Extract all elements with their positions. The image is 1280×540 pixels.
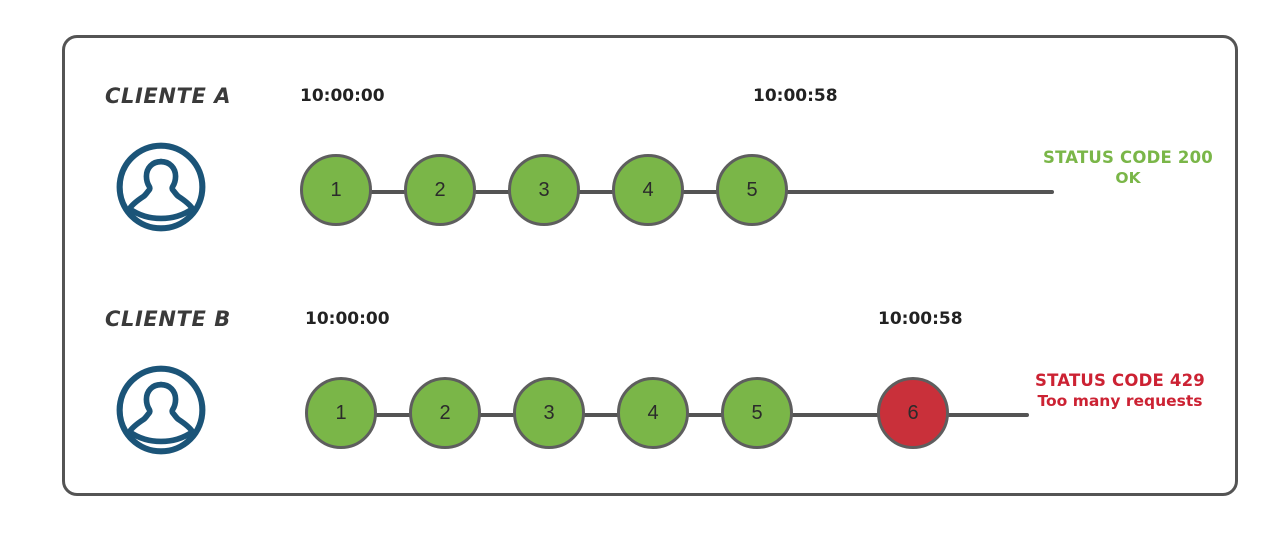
- status-code-b: STATUS CODE 429: [1035, 371, 1205, 390]
- diagram-frame: [62, 35, 1238, 496]
- request-node[interactable]: 4: [617, 377, 689, 449]
- request-node[interactable]: 2: [409, 377, 481, 449]
- request-node-blocked[interactable]: 6: [877, 377, 949, 449]
- timestamp-b-start: 10:00:00: [305, 309, 390, 329]
- request-node[interactable]: 3: [508, 154, 580, 226]
- client-label-b: CLIENTE B: [105, 307, 231, 331]
- request-node[interactable]: 2: [404, 154, 476, 226]
- client-label-a: CLIENTE A: [105, 84, 232, 108]
- status-message-b: Too many requests: [1037, 391, 1203, 410]
- user-avatar-icon: [114, 363, 208, 457]
- client-row-a: CLIENTE A 10:00:00 10:00:58 1 2 3 4 5 ST…: [0, 60, 1280, 280]
- request-node[interactable]: 4: [612, 154, 684, 226]
- request-node[interactable]: 1: [305, 377, 377, 449]
- request-node[interactable]: 5: [721, 377, 793, 449]
- user-avatar-icon: [114, 140, 208, 234]
- timestamp-a-start: 10:00:00: [300, 86, 385, 106]
- status-code-a: STATUS CODE 200: [1043, 148, 1213, 167]
- status-message-a: OK: [1115, 168, 1141, 187]
- timeline-track-a: [336, 190, 1054, 194]
- client-row-b: CLIENTE B 10:00:00 10:00:58 1 2 3 4 5 6 …: [0, 283, 1280, 503]
- request-node[interactable]: 3: [513, 377, 585, 449]
- status-badge-a: STATUS CODE 200 OK: [1013, 148, 1243, 188]
- timestamp-b-end: 10:00:58: [878, 309, 963, 329]
- status-badge-b: STATUS CODE 429 Too many requests: [1005, 371, 1235, 411]
- request-node[interactable]: 5: [716, 154, 788, 226]
- request-node[interactable]: 1: [300, 154, 372, 226]
- timestamp-a-end: 10:00:58: [753, 86, 838, 106]
